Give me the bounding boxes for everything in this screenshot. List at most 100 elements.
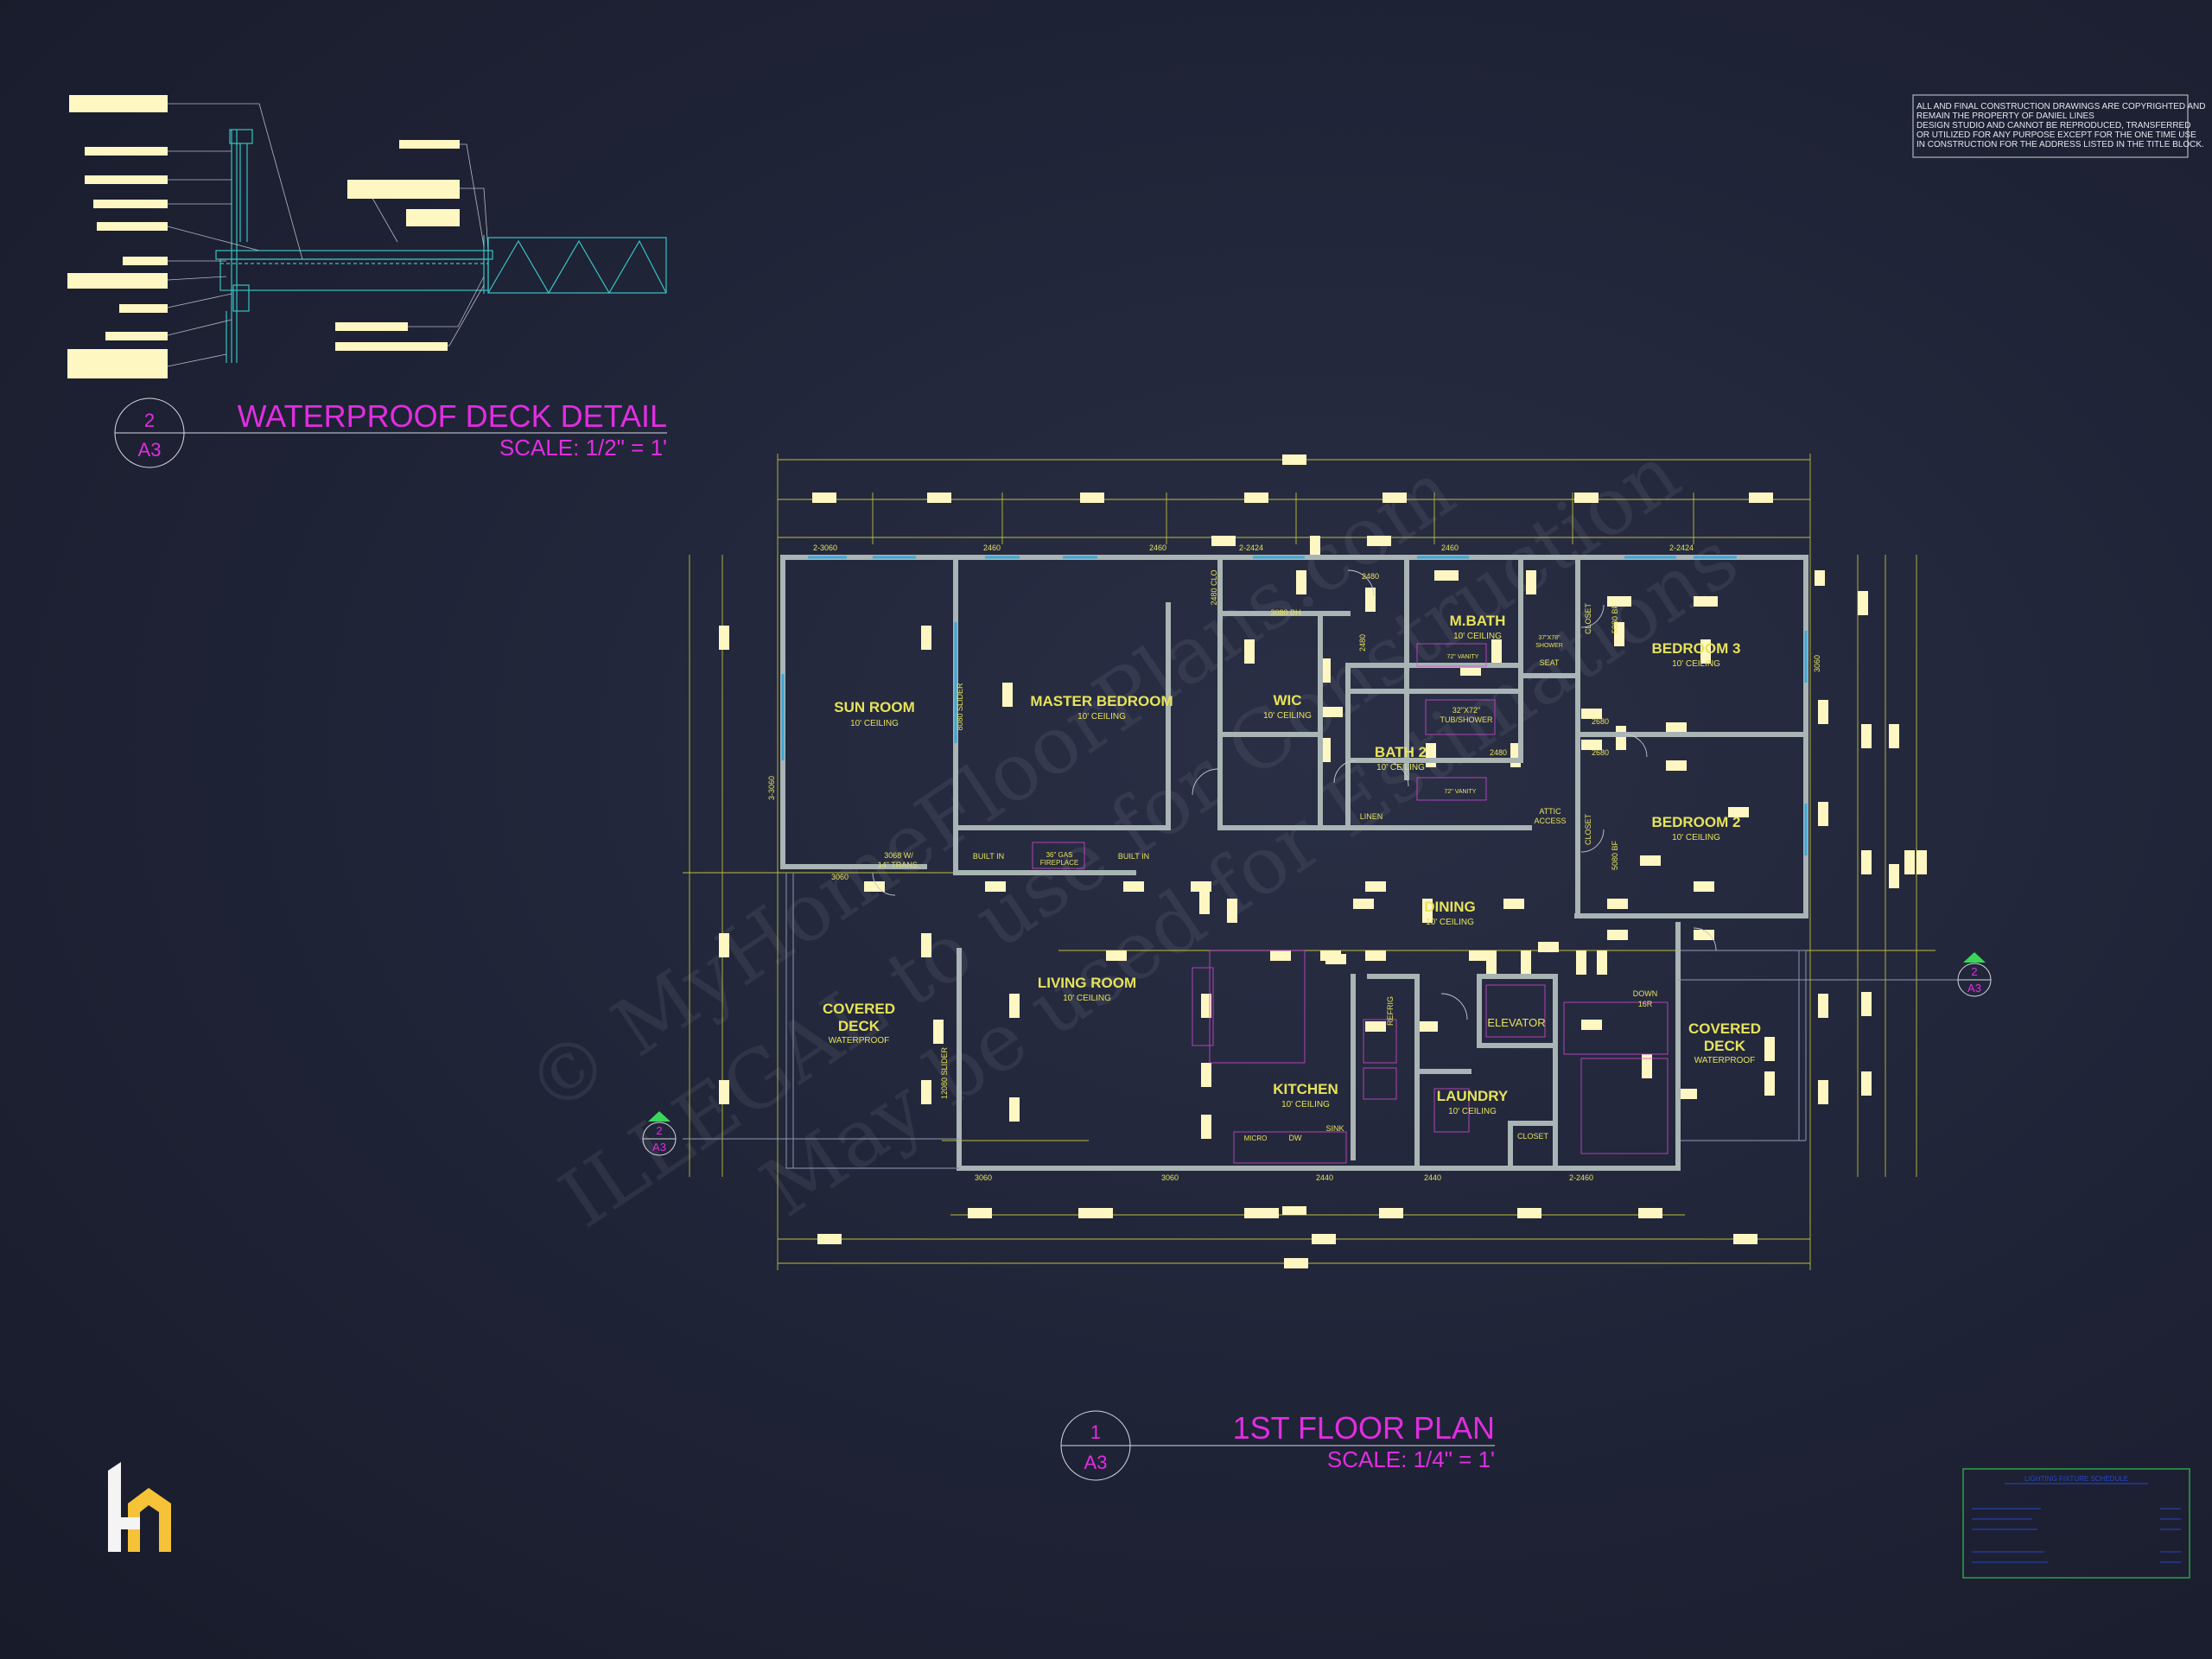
- window-tag: 3060: [1813, 655, 1821, 672]
- room-living-room-ceiling: 10' CEILING: [1063, 994, 1111, 1003]
- window-tag: 3060: [831, 873, 849, 881]
- floor-plan-sheet: A3: [1084, 1452, 1108, 1473]
- window-tag: 2-3060: [813, 543, 837, 552]
- watermark: © MyHomeFloorPlans.com ILLEGAL to use fo…: [510, 427, 1754, 1245]
- label-trans-1: 3068 W/: [884, 851, 913, 860]
- room-covered-deck-left-note: WATERPROOF: [829, 1036, 890, 1046]
- room-dining-ceiling: 10' CEILING: [1426, 918, 1474, 927]
- label-fireplace-2: FIREPLACE: [1040, 859, 1078, 867]
- brand-logo-icon: [108, 1462, 171, 1552]
- label-fireplace-1: 36" GAS: [1046, 851, 1073, 859]
- room-living-room: LIVING ROOM: [1038, 975, 1136, 991]
- label-down-1: DOWN: [1633, 989, 1658, 998]
- room-covered-deck-left-line1: COVERED: [823, 1001, 895, 1017]
- room-elevator: ELEVATOR: [1487, 1016, 1545, 1029]
- window-tag: 2440: [1424, 1173, 1441, 1182]
- section-marker-left-sheet: A3: [652, 1141, 666, 1154]
- label-bh: 3080 BH: [1270, 608, 1300, 617]
- label-tub-1: 32"X72": [1452, 706, 1480, 715]
- label-down-2: 16R: [1638, 1000, 1653, 1008]
- deck-detail-scale: SCALE: 1/2" = 1': [499, 435, 667, 461]
- window-tag: 2440: [1316, 1173, 1333, 1182]
- room-m-bath: M.BATH: [1450, 613, 1506, 629]
- room-sun-room-ceiling: 10' CEILING: [850, 719, 899, 728]
- room-bedroom-3-ceiling: 10' CEILING: [1672, 659, 1720, 669]
- room-kitchen: KITCHEN: [1273, 1081, 1338, 1097]
- room-m-bath-ceiling: 10' CEILING: [1453, 632, 1502, 641]
- window-tag: 3-3060: [767, 776, 776, 800]
- label-shower-2: SHOWER: [1535, 643, 1563, 649]
- label-closet-3: CLOSET: [1584, 813, 1592, 845]
- window-tag: 2460: [1441, 543, 1459, 552]
- walls: [780, 555, 1808, 1171]
- window-tag: 2680: [1592, 748, 1609, 757]
- fixture-labels: BUILT IN BUILT IN 36" GAS FIREPLACE LINE…: [878, 569, 1658, 1142]
- window-tag: 3060: [1161, 1173, 1179, 1182]
- floor-plan-title: 1ST FLOOR PLAN: [1233, 1410, 1495, 1446]
- deck-detail-title: WATERPROOF DECK DETAIL: [238, 398, 667, 434]
- room-bath-2: BATH 2: [1375, 744, 1427, 760]
- window-tag: 2480: [1358, 634, 1367, 652]
- label-vanity-1: 72" VANITY: [1447, 654, 1479, 660]
- label-built-in-2: BUILT IN: [1118, 852, 1149, 861]
- label-slider-1: 8080 SLIDER: [956, 683, 964, 731]
- legend-title: LIGHTING FIXTURE SCHEDULE: [2024, 1475, 2128, 1483]
- room-bedroom-2: BEDROOM 2: [1652, 814, 1741, 830]
- room-bedroom-3: BEDROOM 3: [1652, 640, 1741, 657]
- room-master-bedroom: MASTER BEDROOM: [1030, 693, 1173, 709]
- window-tag: 2480: [1362, 572, 1379, 581]
- floor-plan-scale: SCALE: 1/4" = 1': [1327, 1446, 1495, 1472]
- label-attic-2: ACCESS: [1534, 817, 1566, 825]
- label-clo: 2480 CLO: [1210, 569, 1218, 605]
- label-dw: DW: [1289, 1134, 1302, 1142]
- label-closet-2: CLOSET: [1584, 602, 1592, 634]
- label-micro: MICRO: [1244, 1135, 1268, 1142]
- deck-detail-number: 2: [144, 410, 155, 431]
- deck-detail-title-block: 2 A3 WATERPROOF DECK DETAIL SCALE: 1/2" …: [114, 397, 667, 468]
- room-master-bedroom-ceiling: 10' CEILING: [1077, 712, 1126, 721]
- window-tag: 2-2460: [1569, 1173, 1593, 1182]
- window-tag: 2680: [1592, 717, 1609, 726]
- label-tub-2: TUB/SHOWER: [1440, 715, 1493, 724]
- label-slider-2: 12080 SLIDER: [940, 1046, 949, 1099]
- room-laundry-ceiling: 10' CEILING: [1448, 1107, 1497, 1116]
- deck-detail-sheet: A3: [138, 439, 162, 461]
- label-attic-1: ATTIC: [1539, 807, 1561, 816]
- section-marker-right-number: 2: [1971, 965, 1977, 978]
- room-bedroom-2-ceiling: 10' CEILING: [1672, 833, 1720, 842]
- label-refrig: REFRIG: [1386, 996, 1395, 1026]
- deck-detail-drawing: [215, 129, 667, 363]
- room-laundry: LAUNDRY: [1437, 1088, 1509, 1104]
- window-tags: 2-3060 2460 2460 2-2424 2460 2-2424 2480…: [767, 543, 1821, 1182]
- room-labels: SUN ROOM 10' CEILING MASTER BEDROOM 10' …: [823, 613, 1761, 1116]
- label-linen: LINEN: [1360, 812, 1383, 821]
- copyright-line-1: ALL AND FINAL CONSTRUCTION DRAWINGS ARE …: [1916, 102, 2206, 111]
- floor-plan-number: 1: [1090, 1421, 1101, 1443]
- label-seat: SEAT: [1540, 658, 1560, 667]
- room-kitchen-ceiling: 10' CEILING: [1281, 1100, 1330, 1109]
- room-dining: DINING: [1424, 899, 1476, 915]
- window-tag: 2480: [1490, 748, 1507, 757]
- label-bf-2: 5080 BF: [1611, 840, 1619, 870]
- room-sun-room: SUN ROOM: [834, 699, 915, 715]
- window-marks: [781, 556, 1808, 855]
- label-vanity-2: 72" VANITY: [1445, 789, 1477, 795]
- label-sink: SINK: [1325, 1124, 1344, 1133]
- section-marker-right-sheet: A3: [1967, 982, 1981, 995]
- room-covered-deck-left-line2: DECK: [838, 1018, 880, 1034]
- room-covered-deck-right-note: WATERPROOF: [1694, 1056, 1756, 1065]
- fixtures: [1032, 643, 1669, 1164]
- window-tag: 2460: [1149, 543, 1166, 552]
- lighting-schedule-legend: LIGHTING FIXTURE SCHEDULE: [1962, 1468, 2190, 1579]
- section-marker-right: 2 A3: [1957, 952, 1992, 997]
- room-covered-deck-right-line2: DECK: [1704, 1038, 1746, 1054]
- copyright-line-2: REMAIN THE PROPERTY OF DANIEL LINES: [1916, 111, 2094, 121]
- copyright-note: ALL AND FINAL CONSTRUCTION DRAWINGS ARE …: [1912, 94, 2206, 158]
- room-wic: WIC: [1273, 692, 1301, 709]
- window-tag: 2460: [983, 543, 1001, 552]
- deck-detail-callouts: [67, 95, 460, 378]
- dimension-tags: [719, 454, 1927, 1268]
- copyright-line-3: DESIGN STUDIO AND CANNOT BE REPRODUCED, …: [1916, 121, 2190, 130]
- room-bath-2-ceiling: 10' CEILING: [1376, 763, 1425, 772]
